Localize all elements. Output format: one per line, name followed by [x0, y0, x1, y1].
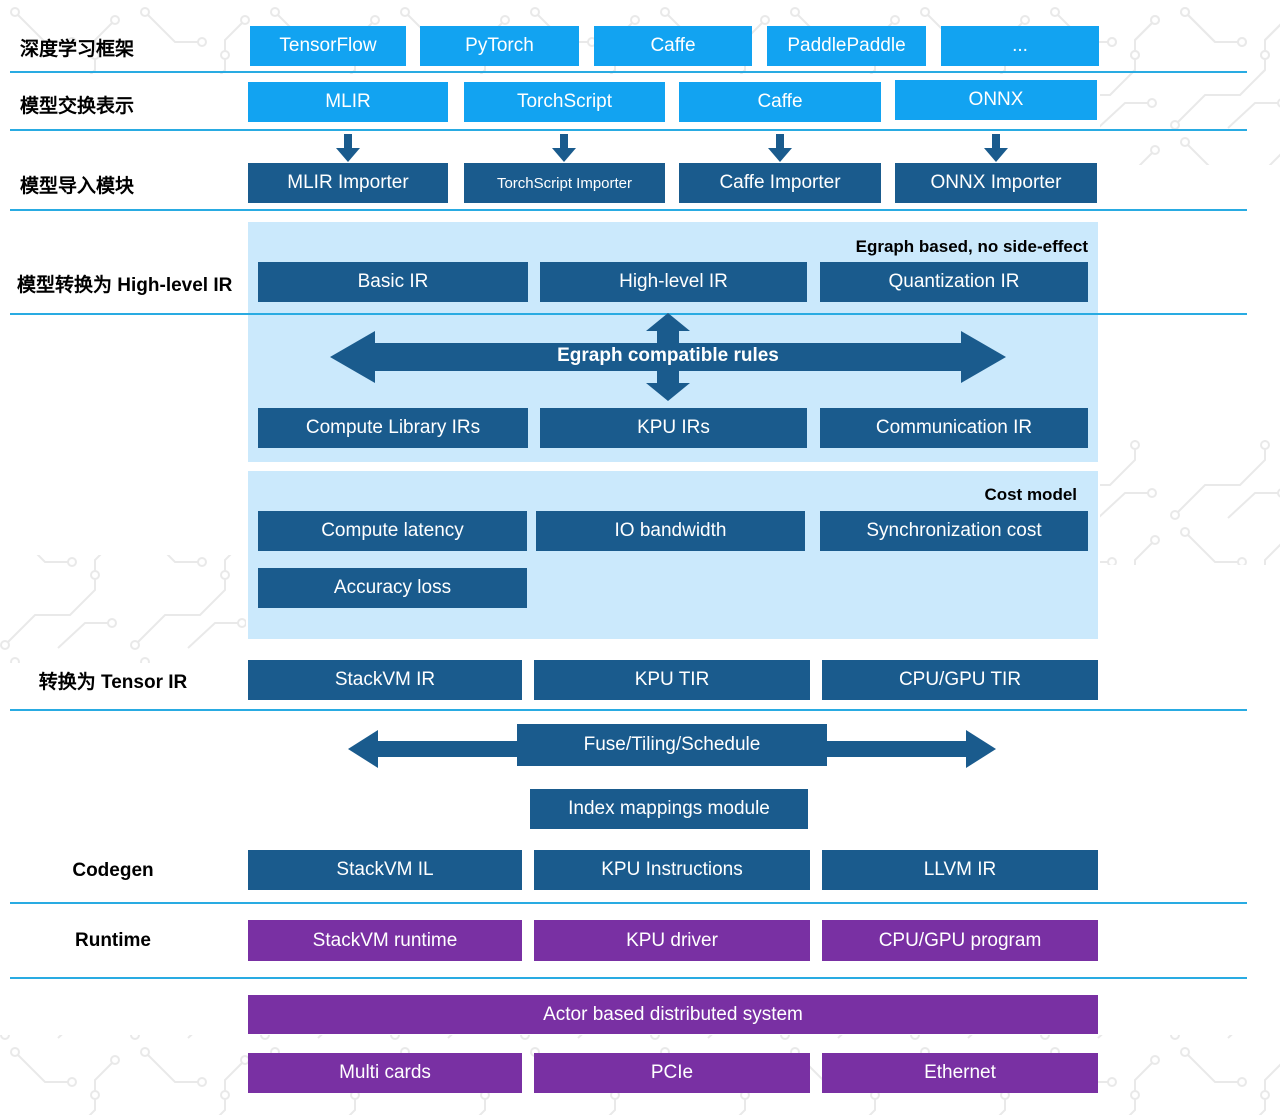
row-label-importers: 模型导入模块 — [20, 175, 135, 197]
row-label-codegen: Codegen — [72, 860, 154, 881]
framework-box-more: ... — [941, 26, 1099, 66]
divider-line — [10, 129, 1247, 131]
hardware-box-multi-cards: Multi cards — [248, 1053, 522, 1093]
framework-box-pytorch: PyTorch — [420, 26, 579, 66]
right-arrow-icon — [827, 730, 996, 768]
exchange-box-onnx: ONNX — [895, 80, 1097, 120]
importer-box-torchscript: TorchScript Importer — [464, 163, 665, 203]
framework-box-paddlepaddle: PaddlePaddle — [767, 26, 926, 66]
divider-line — [10, 313, 1247, 315]
exchange-box-torchscript: TorchScript — [464, 82, 665, 122]
down-arrow-icon — [984, 134, 1008, 162]
row-label-high-level-ir: 模型转换为 High-level IR — [17, 274, 233, 296]
row-label-runtime: Runtime — [75, 930, 151, 951]
row-label-frameworks: 深度学习框架 — [20, 38, 135, 60]
exchange-box-caffe: Caffe — [679, 82, 881, 122]
divider-line — [10, 209, 1247, 211]
tensor-ir-box-cpu-gpu-tir: CPU/GPU TIR — [822, 660, 1098, 700]
down-arrow-icon — [768, 134, 792, 162]
divider-line — [10, 902, 1247, 904]
exchange-box-mlir: MLIR — [248, 82, 448, 122]
cost-model-note: Cost model — [984, 485, 1077, 504]
ir-box-compute-library: Compute Library IRs — [258, 408, 528, 448]
vertical-double-arrow-icon — [646, 313, 690, 401]
cost-box-io-bandwidth: IO bandwidth — [536, 511, 805, 551]
index-mappings-module-box: Index mappings module — [530, 789, 808, 829]
cost-box-accuracy-loss: Accuracy loss — [258, 568, 527, 608]
cost-model-panel — [248, 471, 1098, 639]
codegen-box-llvm-ir: LLVM IR — [822, 850, 1098, 890]
runtime-box-stackvm-runtime: StackVM runtime — [248, 920, 522, 961]
tensor-ir-box-kpu-tir: KPU TIR — [534, 660, 810, 700]
fuse-tiling-schedule-box: Fuse/Tiling/Schedule — [517, 724, 827, 766]
egraph-note: Egraph based, no side-effect — [855, 237, 1088, 256]
runtime-box-kpu-driver: KPU driver — [534, 920, 810, 961]
importer-box-caffe: Caffe Importer — [679, 163, 881, 203]
ir-box-communication: Communication IR — [820, 408, 1088, 448]
egraph-rules-arrow-label: Egraph compatible rules — [557, 345, 779, 366]
importer-box-onnx: ONNX Importer — [895, 163, 1097, 203]
cost-box-synchronization: Synchronization cost — [820, 511, 1088, 551]
actor-distributed-system-box: Actor based distributed system — [248, 995, 1098, 1034]
ir-box-kpu-irs: KPU IRs — [540, 408, 807, 448]
runtime-box-cpu-gpu-program: CPU/GPU program — [822, 920, 1098, 961]
ir-box-basic: Basic IR — [258, 262, 528, 302]
cost-box-compute-latency: Compute latency — [258, 511, 527, 551]
divider-line — [10, 71, 1247, 73]
hardware-box-ethernet: Ethernet — [822, 1053, 1098, 1093]
codegen-box-kpu-instructions: KPU Instructions — [534, 850, 810, 890]
ir-box-high-level: High-level IR — [540, 262, 807, 302]
hardware-box-pcie: PCIe — [534, 1053, 810, 1093]
down-arrow-icon — [336, 134, 360, 162]
ir-box-quantization: Quantization IR — [820, 262, 1088, 302]
framework-box-tensorflow: TensorFlow — [250, 26, 406, 66]
row-label-exchange: 模型交换表示 — [20, 95, 135, 117]
down-arrow-icon — [552, 134, 576, 162]
codegen-box-stackvm-il: StackVM IL — [248, 850, 522, 890]
row-label-tensor-ir: 转换为 Tensor IR — [38, 671, 188, 693]
tensor-ir-box-stackvm: StackVM IR — [248, 660, 522, 700]
framework-box-caffe: Caffe — [594, 26, 752, 66]
importer-box-mlir: MLIR Importer — [248, 163, 448, 203]
divider-line — [10, 709, 1247, 711]
divider-line — [10, 977, 1247, 979]
left-arrow-icon — [348, 730, 517, 768]
